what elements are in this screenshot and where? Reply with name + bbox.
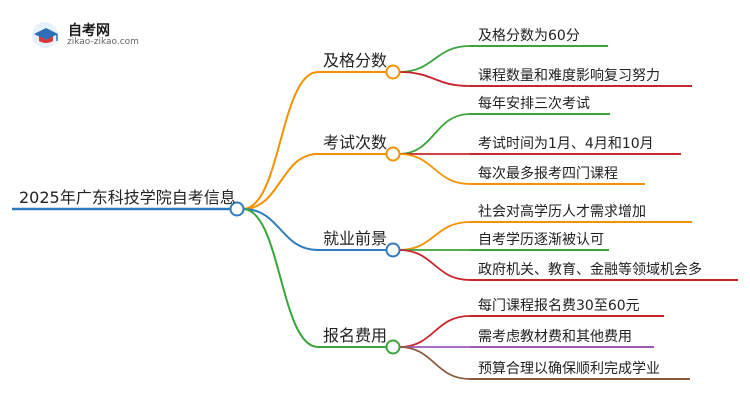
root-node[interactable] [229,201,245,217]
leaf-label: 及格分数为60分 [478,28,580,44]
branch-label: 考试次数 [323,133,387,152]
branch-node[interactable] [385,242,401,258]
logo-brand: 自考网 [68,23,110,39]
branch-label: 就业前景 [323,229,387,248]
leaf-label: 每门课程报名费30至60元 [478,298,640,314]
branch-label: 及格分数 [323,51,387,70]
leaf-label: 需考虑教材费和其他费用 [478,329,632,345]
branch-node[interactable] [385,146,401,162]
leaf-edge [398,113,471,155]
leaf-label: 预算合理以确保顺利完成学业 [478,361,660,377]
logo: 自考网 zikao-zikao.com [30,20,150,50]
branch-edge [242,208,319,348]
leaf-label: 自考学历逐渐被认可 [478,232,604,248]
leaf-label: 课程数量和难度影响复习努力 [478,67,660,84]
leaf-label: 考试时间为1月、4月和10月 [478,136,654,152]
branch-edge [242,153,319,210]
leaf-edge [398,249,471,281]
branch-label: 报名费用 [323,326,387,345]
leaf-label: 社会对高学历人才需求增加 [478,203,646,220]
leaf-edge [398,346,471,380]
leaf-edge [398,221,471,251]
leaf-label: 每年安排三次考试 [478,96,590,112]
logo-site: zikao-zikao.com [67,37,139,47]
leaf-edge [398,153,471,185]
leaf-edge [398,45,471,73]
leaf-edge [398,315,471,348]
graduation-cap-icon [32,22,58,48]
branch-edge [242,71,319,210]
leaf-label: 每次最多报考四门课程 [478,165,618,182]
leaf-label: 政府机关、教育、金融等领域机会多 [478,261,702,278]
branch-node[interactable] [385,64,401,80]
root-label: 2025年广东科技学院自考信息 [19,188,236,207]
branch-node[interactable] [385,339,401,355]
branch-edge [242,208,319,251]
leaf-edge [398,71,471,87]
